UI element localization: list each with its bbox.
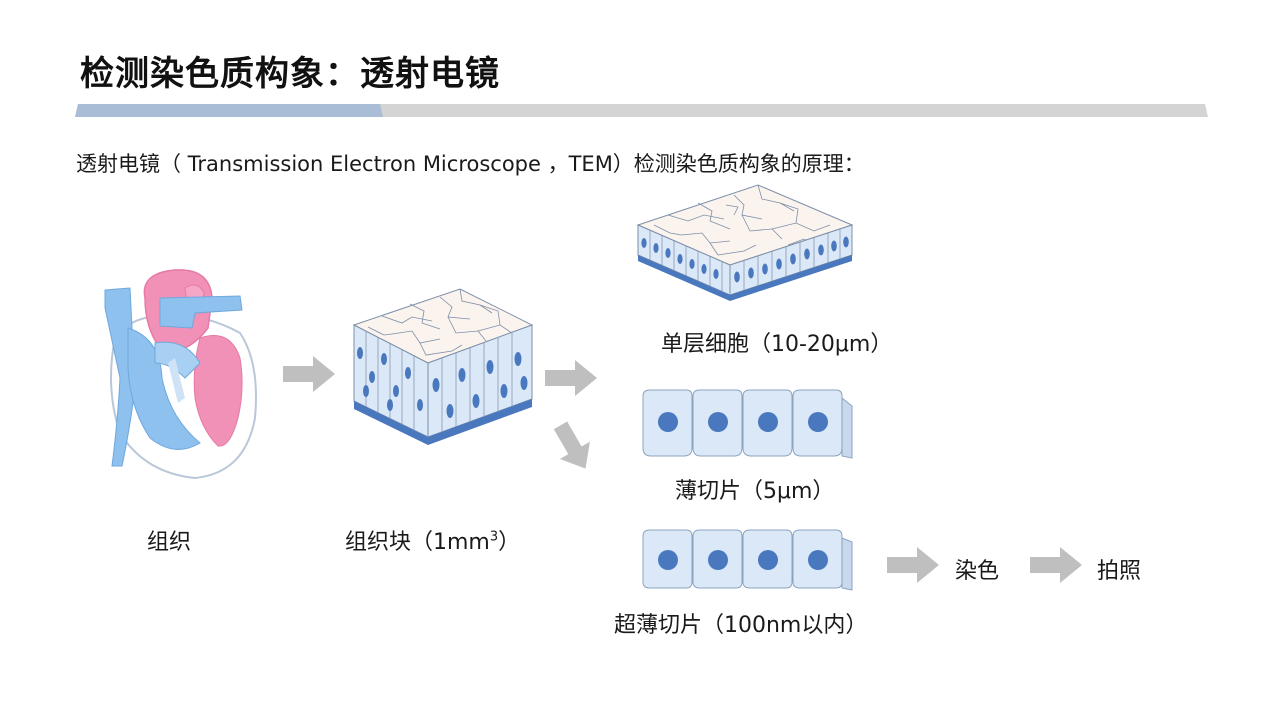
label-thin-section: 薄切片（5μm） — [675, 473, 834, 505]
tissue-block-cube — [352, 287, 534, 450]
monolayer-cell-sheet — [638, 185, 854, 305]
arrow-right-icon — [283, 356, 335, 392]
label-ultrathin-section: 超薄切片（100nm以内） — [614, 607, 867, 639]
arrow-right-icon — [887, 547, 939, 583]
label-tissue: 组织 — [147, 524, 191, 556]
label-photograph: 拍照 — [1097, 553, 1141, 585]
label-tissue-block: 组织块（1mm3） — [345, 524, 520, 556]
thin-section-cells — [640, 388, 855, 462]
arrow-right-icon — [545, 360, 597, 396]
page-title: 检测染色质构象：透射电镜 — [80, 46, 500, 95]
heart-illustration — [100, 268, 260, 483]
intro-text: 透射电镜（ Transmission Electron Microscope ，… — [76, 148, 865, 178]
arrow-down-right-icon — [548, 418, 598, 476]
ultrathin-section-cells — [640, 528, 855, 592]
title-underline-bar — [0, 100, 1280, 122]
label-stain: 染色 — [955, 553, 999, 585]
arrow-right-icon — [1030, 547, 1082, 583]
label-monolayer: 单层细胞（10-20μm） — [661, 326, 892, 358]
